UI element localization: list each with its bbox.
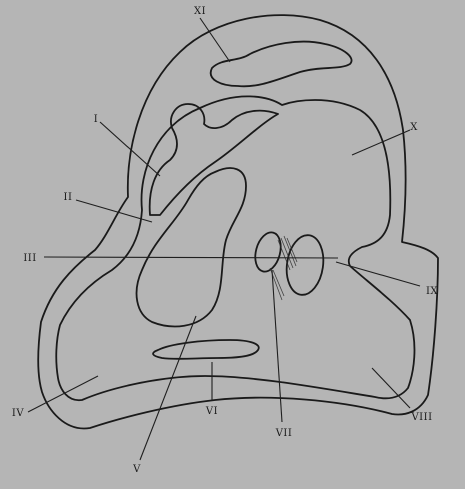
leader-x <box>352 130 410 155</box>
leader-iii <box>44 257 338 258</box>
label-iii: III <box>23 253 36 264</box>
top-slit-xi <box>211 42 352 87</box>
label-ix: IX <box>426 286 438 297</box>
central-process-v <box>137 168 246 326</box>
label-ii: II <box>64 192 73 203</box>
outer-contour <box>38 15 438 428</box>
leader-ix <box>336 262 420 286</box>
label-vii: VII <box>275 428 293 439</box>
leader-v <box>140 316 196 460</box>
leader-viii <box>372 368 410 408</box>
label-vi: VI <box>205 406 218 417</box>
label-i: I <box>94 114 98 125</box>
leader-vii <box>272 270 282 422</box>
inner-contour <box>56 96 414 400</box>
label-v: V <box>132 464 141 475</box>
leader-iv <box>28 376 98 412</box>
label-xi: XI <box>194 6 206 17</box>
label-x: X <box>410 122 418 133</box>
oval-right <box>283 233 327 297</box>
leader-i <box>100 122 160 176</box>
label-viii: VIII <box>410 412 432 423</box>
bottom-slit-vi <box>153 340 259 359</box>
label-iv: IV <box>12 408 24 419</box>
oval-left <box>251 230 285 275</box>
cavity-branch-i <box>150 104 278 215</box>
